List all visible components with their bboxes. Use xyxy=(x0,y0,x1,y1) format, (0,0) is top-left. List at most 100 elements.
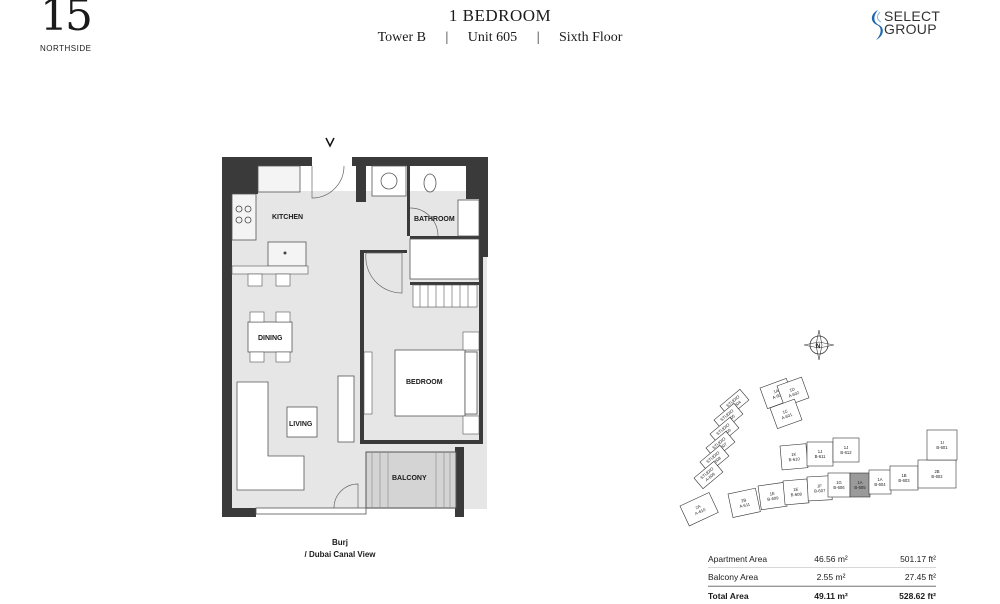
room-label-bedroom: BEDROOM xyxy=(406,379,443,386)
unit-code: 1J xyxy=(818,449,822,454)
cooktop-icon xyxy=(235,205,252,224)
key-plan-unit: 1JB-612 xyxy=(832,437,860,463)
key-plan-unit: 2BB-602 xyxy=(917,459,957,489)
select-group-logo-icon xyxy=(871,10,883,40)
kitchen-island xyxy=(267,241,307,267)
key-plan: 1AA-6031DA-6021CA-601STUDIOA-604STUDIOA-… xyxy=(679,376,958,527)
unit-number: A-604 xyxy=(730,399,742,410)
unit-code: 1A xyxy=(773,388,780,395)
unit-code: 1K xyxy=(791,452,797,457)
unit-code: 2A xyxy=(695,504,702,511)
view-label: Burj / Dubai Canal View xyxy=(290,537,390,561)
unit-code: 1D xyxy=(789,386,796,393)
room-label-bathroom: BATHROOM xyxy=(414,216,455,223)
unit-code: 1A xyxy=(857,480,862,485)
wardrobe xyxy=(412,284,478,308)
unit-code: 1F xyxy=(817,483,823,488)
bed xyxy=(394,349,466,417)
unit-number: B-604 xyxy=(874,482,886,487)
unit-code: 2B xyxy=(741,497,747,503)
key-plan-unit: 1DA-602 xyxy=(776,376,810,408)
toilet-icon xyxy=(423,173,437,193)
logo-number: 15 xyxy=(40,0,93,41)
fridge xyxy=(257,165,301,193)
outer-walls xyxy=(222,157,488,517)
view-line1: Burj xyxy=(332,538,348,547)
unit-label: Unit 605 xyxy=(467,30,518,45)
separator: | xyxy=(445,30,449,45)
coffee-table xyxy=(286,406,318,438)
unit-number: A-607 xyxy=(716,441,728,452)
unit-number: A-603 xyxy=(772,391,785,400)
unit-details: Tower B | Unit 605 | Sixth Floor xyxy=(300,30,700,46)
area-label: Apartment Area xyxy=(708,553,768,564)
unit-code: 1E xyxy=(769,491,775,497)
sink-icon xyxy=(283,251,287,255)
unit-number: B-601 xyxy=(936,445,948,450)
area-label: Total Area xyxy=(708,590,749,601)
unit-number: B-608 xyxy=(790,491,802,497)
floor-label: Sixth Floor xyxy=(559,30,623,45)
area-table: Apartment Area 46.56 m² 501.17 ft² Balco… xyxy=(708,550,936,604)
room-label-kitchen: KITCHEN xyxy=(272,214,303,221)
brand-line2: GROUP xyxy=(884,21,937,37)
key-plan-unit: 1BB-603 xyxy=(889,465,919,491)
doors xyxy=(311,165,439,509)
interior-walls xyxy=(360,166,483,444)
area-m2: 49.11 m² xyxy=(814,590,848,601)
brand-name: SELECT GROUP xyxy=(884,8,941,37)
unit-number: B-606 xyxy=(833,485,845,490)
unit-number: B-611 xyxy=(815,454,827,459)
key-plan-unit: 1AB-605 xyxy=(849,472,871,498)
unit-number: A-611 xyxy=(739,502,751,509)
unit-code: 1J xyxy=(844,445,848,450)
unit-number: A-610 xyxy=(694,507,707,517)
tower-label: Tower B xyxy=(377,30,426,45)
area-ft2: 501.17 ft² xyxy=(900,553,936,564)
area-row: Apartment Area 46.56 m² 501.17 ft² xyxy=(708,550,936,568)
logo-name: NORTHSIDE xyxy=(40,44,92,53)
key-plan-unit: 1EB-608 xyxy=(782,478,810,506)
unit-number: A-601 xyxy=(781,412,794,421)
key-plan-unit: 1EB-609 xyxy=(757,482,788,511)
unit-number: B-610 xyxy=(788,456,800,462)
unit-code: 2B xyxy=(934,469,939,474)
area-label: Balcony Area xyxy=(708,571,759,582)
unit-number: A-602 xyxy=(788,390,801,399)
view-line2: / Dubai Canal View xyxy=(304,550,376,559)
key-plan-unit: 1KB-610 xyxy=(779,443,809,471)
key-plan-unit: 1JB-611 xyxy=(806,441,834,467)
unit-code: 1G xyxy=(836,480,842,485)
unit-number: B-607 xyxy=(814,488,826,494)
unit-code: 1C xyxy=(782,408,789,415)
unit-number: A-609 xyxy=(704,471,716,482)
shower xyxy=(409,238,480,280)
area-ft2: 27.45 ft² xyxy=(904,571,936,582)
compass-north: N xyxy=(816,344,820,350)
key-plan-unit: 2AA-610 xyxy=(679,492,719,527)
room-label-dining: DINING xyxy=(258,335,283,342)
dining-table xyxy=(247,321,293,353)
area-m2: 46.56 m² xyxy=(814,553,848,564)
unit-code: 1A xyxy=(877,477,882,482)
key-plan-unit: 1CA-601 xyxy=(769,398,803,430)
compass-icon: N xyxy=(803,329,835,361)
unit-number: B-605 xyxy=(854,485,866,490)
area-ft2: 528.62 ft² xyxy=(899,590,936,601)
area-m2: 2.55 m² xyxy=(816,571,846,582)
unit-number: B-602 xyxy=(931,474,943,479)
unit-code: 1E xyxy=(793,487,799,492)
key-plan-unit: 1AB-604 xyxy=(868,469,892,495)
balcony-door xyxy=(255,507,367,515)
sofa xyxy=(236,381,305,491)
unit-number: B-612 xyxy=(840,450,852,455)
brand-line1: SELECT xyxy=(884,8,941,24)
kitchen-counter xyxy=(231,193,257,241)
room-label-balcony: BALCONY xyxy=(392,475,427,482)
key-plan-unit: 1GB-606 xyxy=(827,472,851,498)
washer-icon xyxy=(380,172,398,190)
room-label-living: LIVING xyxy=(289,421,313,428)
area-row: Balcony Area 2.55 m² 27.45 ft² xyxy=(708,568,936,586)
